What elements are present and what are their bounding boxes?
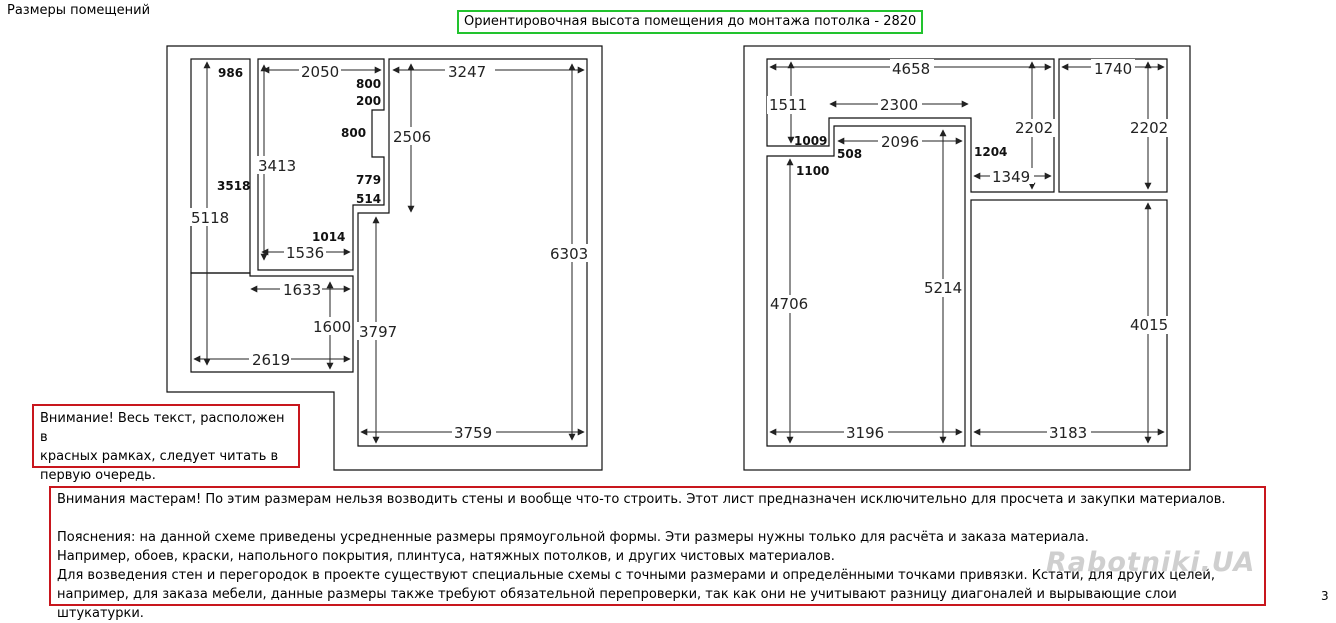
room-corridor <box>190 58 251 274</box>
warning-line-2: Пояснения: на данной схеме приведены уср… <box>57 530 1089 545</box>
dim-4015: 4015 <box>1130 316 1168 334</box>
dim-6303: 6303 <box>550 245 588 263</box>
dim-1600: 1600 <box>313 318 351 336</box>
dim-508: 508 <box>837 147 862 161</box>
right-plan <box>743 45 1191 471</box>
dim-2050: 2050 <box>301 63 339 81</box>
dim-4658: 4658 <box>892 60 930 78</box>
dim-779: 779 <box>356 173 381 187</box>
room-kitchen <box>257 58 385 271</box>
warning-small-line: первую очередь. <box>40 468 156 483</box>
right-plan-outline <box>743 45 1191 471</box>
warning-line-4: Для возведения стен и перегородок в прое… <box>57 568 1215 583</box>
dim-514: 514 <box>356 192 381 206</box>
dim-3797: 3797 <box>359 323 397 341</box>
dim-800-top: 800 <box>356 77 381 91</box>
dim-986: 986 <box>218 66 243 80</box>
left-plan-dim-labels: 986 2050 3247 800 200 800 2506 3413 3518… <box>190 62 592 442</box>
dim-200: 200 <box>356 94 381 108</box>
warning-small-line: красных рамках, следует читать в <box>40 449 279 464</box>
dim-3196: 3196 <box>846 424 884 442</box>
dim-1536: 1536 <box>286 244 324 262</box>
right-plan-dim-labels: 4658 1740 1511 2300 2202 2202 1009 508 2… <box>767 59 1168 442</box>
dim-1740: 1740 <box>1094 60 1132 78</box>
warning-line-3: Например, обоев, краски, напольного покр… <box>57 549 835 564</box>
dim-2300: 2300 <box>880 96 918 114</box>
dim-1511: 1511 <box>769 96 807 114</box>
dim-1204: 1204 <box>974 145 1007 159</box>
room-hall <box>766 58 1055 193</box>
room-bedroom <box>766 125 966 447</box>
dim-1014: 1014 <box>312 230 345 244</box>
dim-5118: 5118 <box>191 209 229 227</box>
warning-line-1: Внимания мастерам! По этим размерам нель… <box>57 492 1226 507</box>
dim-1633: 1633 <box>283 281 321 299</box>
dim-800: 800 <box>341 126 366 140</box>
dim-3413: 3413 <box>258 157 296 175</box>
dim-1009: 1009 <box>794 134 827 148</box>
dim-4706: 4706 <box>770 295 808 313</box>
page-number: 3 <box>1321 589 1329 603</box>
dim-1349: 1349 <box>992 168 1030 186</box>
left-plan <box>166 45 603 471</box>
dim-2202-bath: 2202 <box>1130 119 1168 137</box>
dim-3759: 3759 <box>454 424 492 442</box>
warning-small-line: Внимание! Весь текст, расположен в <box>40 411 285 445</box>
left-plan-outline <box>166 45 603 471</box>
dim-3518: 3518 <box>217 179 250 193</box>
ceiling-height-note: Ориентировочная высота помещения до монт… <box>457 10 924 34</box>
page-title: Размеры помещений <box>7 3 151 18</box>
dim-2096: 2096 <box>881 133 919 151</box>
watermark-text: Rabotniki.UA <box>1046 547 1256 578</box>
warning-big-box: Внимания мастерам! По этим размерам нель… <box>49 486 1266 621</box>
dim-3247: 3247 <box>448 63 486 81</box>
dim-5214: 5214 <box>924 279 962 297</box>
warning-small-box: Внимание! Весь текст, расположен в красн… <box>32 404 300 483</box>
dim-3183: 3183 <box>1049 424 1087 442</box>
room-living <box>357 58 588 447</box>
warning-line-5: например, для заказа мебели, данные разм… <box>57 587 1177 621</box>
dim-2202-hall: 2202 <box>1015 119 1053 137</box>
dim-2619: 2619 <box>252 351 290 369</box>
room-corridor-lower <box>190 272 354 373</box>
dim-2506: 2506 <box>393 128 431 146</box>
dim-1100: 1100 <box>796 164 829 178</box>
